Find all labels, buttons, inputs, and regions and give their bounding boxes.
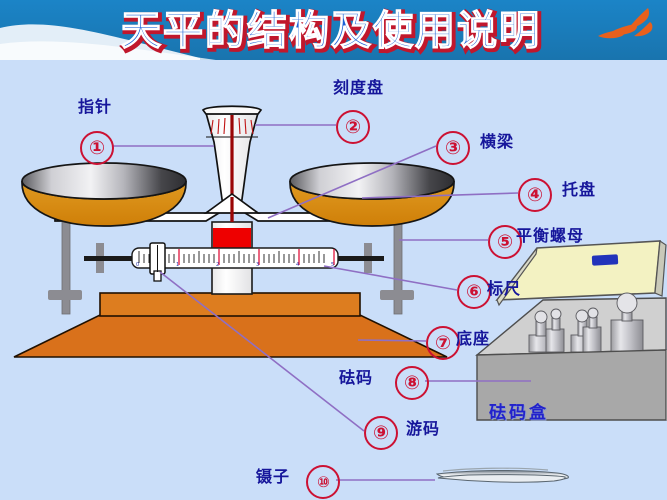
leader-line-4 — [361, 192, 519, 199]
callout-label-7: 底座 — [456, 329, 491, 348]
balance-column-upper — [201, 105, 263, 222]
callout-label-8: 砝码 — [339, 368, 374, 387]
callout-label-4: 托盘 — [562, 180, 597, 199]
callout-marker-9[interactable]: ⑨ — [364, 416, 398, 450]
callout-label-6: 标尺 — [487, 279, 522, 298]
rider-marker — [149, 242, 166, 282]
callout-marker-4[interactable]: ④ — [518, 178, 552, 212]
callout-marker-7[interactable]: ⑦ — [426, 326, 460, 360]
header-band — [0, 0, 667, 60]
svg-text:4: 4 — [296, 262, 299, 268]
orange-leaf-icon — [598, 8, 653, 39]
weight-box-caption: 砝码盒 — [489, 403, 549, 423]
svg-text:3: 3 — [256, 262, 259, 268]
tweezers — [435, 467, 569, 483]
weight-box-clasp — [591, 254, 619, 266]
callout-marker-1[interactable]: ① — [80, 131, 114, 165]
svg-text:0: 0 — [136, 262, 139, 268]
callout-label-5: 平衡螺母 — [516, 226, 585, 245]
callout-marker-10[interactable]: ⑩ — [306, 465, 340, 499]
callout-label-9: 游码 — [406, 419, 441, 438]
callout-label-1: 指针 — [78, 97, 113, 116]
page-title: 天平的结构及使用说明 天平的结构及使用说明 — [120, 7, 543, 58]
page-title-outline: 天平的结构及使用说明 — [123, 10, 543, 56]
leader-line-9 — [159, 271, 365, 432]
weight-box — [475, 239, 667, 421]
leader-line-6 — [323, 265, 458, 291]
callout-label-3: 横梁 — [480, 132, 515, 151]
callout-marker-6[interactable]: ⑥ — [457, 275, 491, 309]
callout-label-10: 镊子 — [256, 467, 291, 486]
balance-ruler: 0 1 2 3 4 5 — [84, 243, 384, 273]
svg-text:1: 1 — [176, 262, 179, 268]
leader-lines — [112, 124, 531, 481]
right-balance-pan — [289, 162, 455, 227]
page-title-text: 天平的结构及使用说明 — [121, 8, 541, 54]
callout-marker-3[interactable]: ③ — [436, 131, 470, 165]
callout-marker-2[interactable]: ② — [336, 110, 370, 144]
balance-base — [13, 292, 448, 358]
svg-text:2: 2 — [216, 262, 219, 268]
leader-line-7 — [357, 339, 427, 342]
callout-marker-5[interactable]: ⑤ — [488, 225, 522, 259]
scale-dial-ticks — [210, 117, 254, 135]
leader-line-3 — [267, 145, 437, 219]
callout-marker-8[interactable]: ⑧ — [395, 366, 429, 400]
column-red-band — [213, 228, 251, 250]
weights-set — [528, 292, 644, 354]
svg-text:5: 5 — [331, 262, 334, 268]
callout-label-2: 刻度盘 — [333, 78, 385, 97]
